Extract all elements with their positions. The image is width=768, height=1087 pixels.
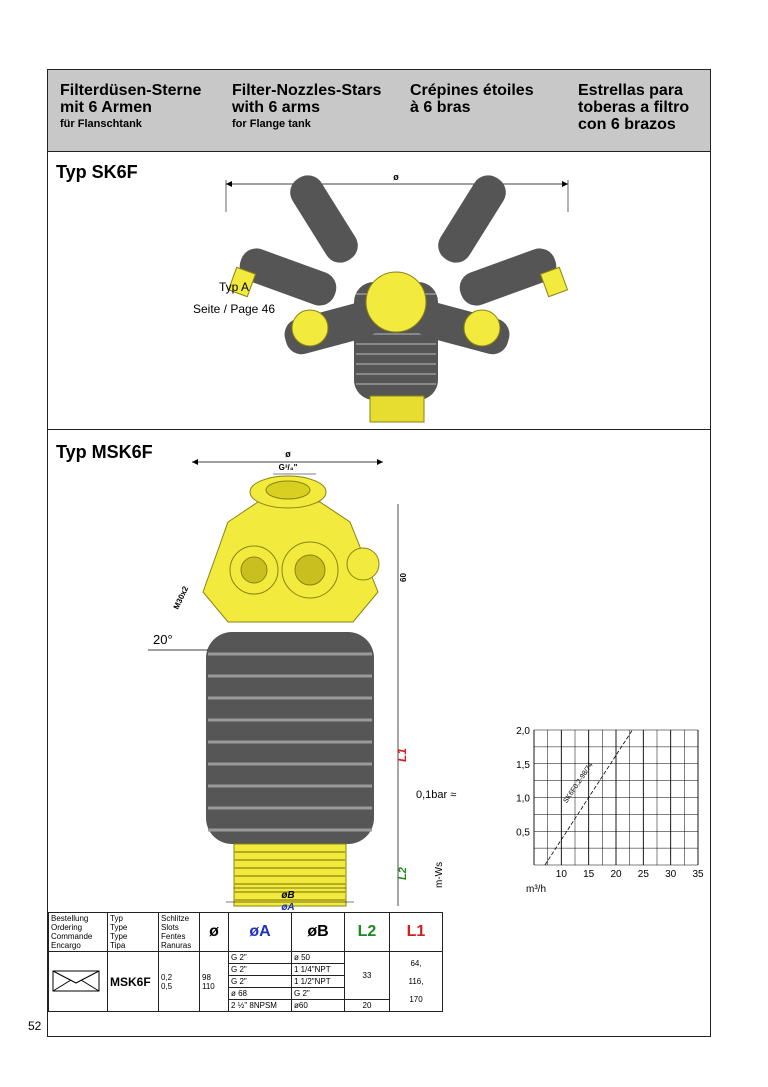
th-oB: øB <box>291 912 345 952</box>
dim-L1: L1 <box>395 748 409 762</box>
page-number: 52 <box>28 1019 42 1033</box>
cell-oA: G 2" <box>228 975 292 988</box>
pressure-flow-chart: 10 15 20 25 30 35 0,5 1,0 1,5 2,0 SK6F0,2-98/74 0… <box>416 726 704 895</box>
y-tick-label: 2,0 <box>516 726 530 737</box>
cell-oB: 1 1/2"NPT <box>291 975 345 988</box>
msk6f-drawing: ø G³/₄" 60 L1 <box>148 449 409 912</box>
ref-typ-a-label: Typ A <box>218 280 250 294</box>
title-de-1: Filterdüsen-Sterne <box>60 82 202 99</box>
title-es-3: con 6 brazos <box>578 116 676 133</box>
dim-oB: øB <box>281 890 294 901</box>
x-tick-label: 35 <box>692 869 704 880</box>
title-es-2: toberas a filtro <box>578 99 690 116</box>
cell-oA: ø 68 <box>228 987 292 1000</box>
y-annotation: 0,1bar ≈ <box>416 789 456 801</box>
section-title-sk6f: Typ SK6F <box>56 162 138 182</box>
title-es-1: Estrellas para <box>578 82 683 99</box>
cell-oA: G 2" <box>228 963 292 976</box>
sk6f-drawing: ø <box>225 172 569 423</box>
sk6f-arm <box>459 248 557 306</box>
x-tick-label: 10 <box>556 869 568 880</box>
cell-L2: 33 <box>344 951 390 1000</box>
page-frame: Filterdüsen-Sterne mit 6 Armen für Flans… <box>47 69 711 1037</box>
cell-oB: 1 1/4"NPT <box>291 963 345 976</box>
subtitle-en: for Flange tank <box>232 118 311 130</box>
dim-angle: 20° <box>153 632 173 647</box>
ref-typ-a: Typ A Seite / Page 46 <box>174 276 294 320</box>
cell-oA: G 2" <box>228 951 292 964</box>
sk6f-arm <box>239 248 337 306</box>
section-sk6f: Typ SK6F ø <box>48 152 710 430</box>
dim-label-sk6f: ø <box>393 172 399 182</box>
header-band: Filterdüsen-Sterne mit 6 Armen für Flans… <box>48 70 710 152</box>
dim-L2: L2 <box>397 867 409 880</box>
cell-oB: ø60 <box>291 999 345 1012</box>
y-tick-label: 1,5 <box>516 760 530 771</box>
sk6f-thread <box>369 395 425 423</box>
cell-oA: 2 ½" 8NPSM <box>228 999 292 1012</box>
title-en-2: with 6 arms <box>232 99 321 116</box>
dim-60: 60 <box>399 573 408 582</box>
dim-top-dia: ø <box>285 449 291 459</box>
th-oA: øA <box>228 912 292 952</box>
title-de-2: mit 6 Armen <box>60 99 152 116</box>
cell-L1: 64,116,170 <box>389 951 443 1012</box>
y-tick-label: 1,0 <box>516 794 530 805</box>
th-L1: L1 <box>389 912 443 952</box>
header-es: Estrellas para toberas a filtro con 6 br… <box>578 82 689 133</box>
section-title-msk6f: Typ MSK6F <box>56 442 153 462</box>
ref-page-label: Seite / Page 46 <box>192 302 276 316</box>
cell-oB: G 2" <box>291 987 345 1000</box>
title-en-1: Filter-Nozzles-Stars <box>232 82 382 99</box>
dim-m30: M30x2 <box>172 584 191 610</box>
subtitle-de: für Flanschtank <box>60 118 142 130</box>
dim-thread-top: G³/₄" <box>279 463 298 472</box>
x-tick-label: 30 <box>665 869 677 880</box>
sk6f-hub <box>365 271 427 333</box>
sk6f-arm <box>438 175 506 263</box>
series-label: SK6F0,2-98/74 <box>563 762 595 805</box>
chart-grid <box>533 729 699 866</box>
x-tick-label: 20 <box>610 869 622 880</box>
series-line <box>544 729 633 866</box>
cell-oB: ø 50 <box>291 951 345 964</box>
th-dia: ø <box>199 912 229 952</box>
cell-L2: 20 <box>344 999 390 1012</box>
sk6f-arm <box>290 175 358 263</box>
header-en: Filter-Nozzles-Stars with 6 arms for Fla… <box>232 82 381 132</box>
dim-oA: øA <box>281 902 294 912</box>
th-L2: L2 <box>344 912 390 952</box>
header-fr: Crépines étoiles à 6 bras <box>410 82 534 116</box>
x-axis-label: m³/h <box>526 884 546 895</box>
header-de: Filterdüsen-Sterne mit 6 Armen für Flans… <box>60 82 201 132</box>
msk6f-body <box>206 632 374 844</box>
title-fr-2: à 6 bras <box>410 99 471 116</box>
envelope-icon[interactable] <box>48 951 108 1012</box>
type-name: MSK6F <box>107 951 159 1012</box>
y-axis-label: m-Ws <box>434 862 445 888</box>
x-tick-label: 25 <box>638 869 650 880</box>
x-tick-label: 15 <box>583 869 595 880</box>
y-tick-label: 0,5 <box>516 827 530 838</box>
title-fr-1: Crépines étoiles <box>410 82 534 99</box>
